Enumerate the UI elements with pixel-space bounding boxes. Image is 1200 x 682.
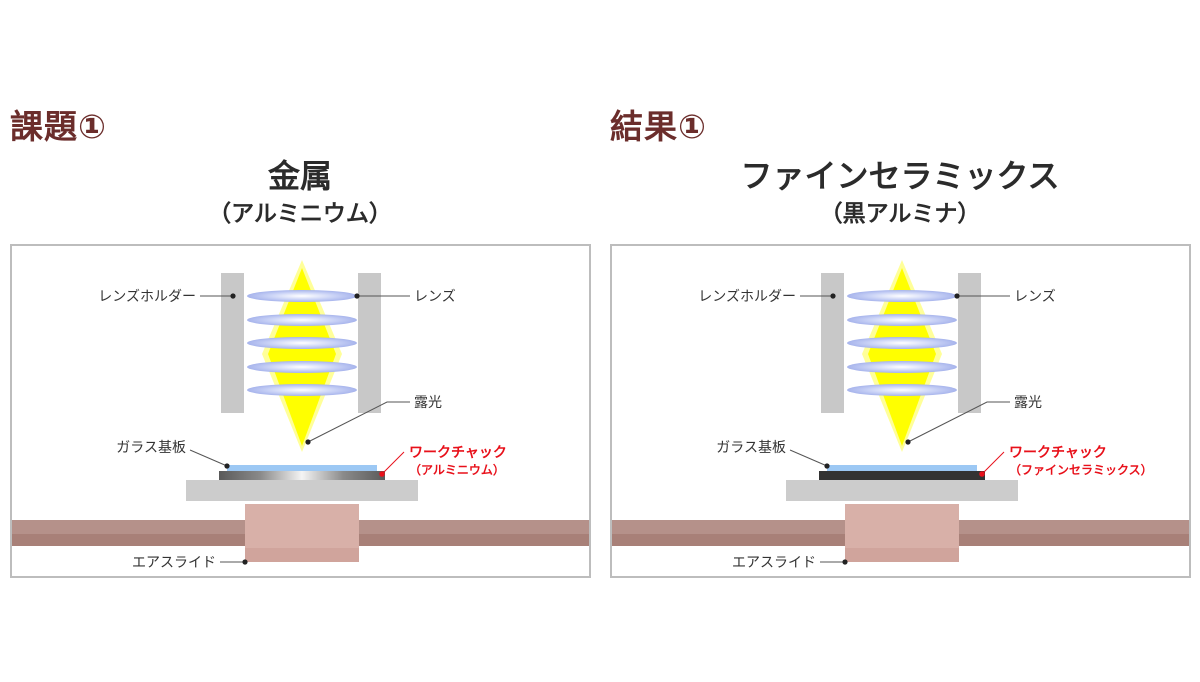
label-work-chuck-material: （ファインセラミックス） (1009, 462, 1153, 477)
left-title: 金属 (267, 157, 332, 195)
callout-dot (830, 293, 836, 299)
lens-holder-left (221, 273, 244, 413)
left-diagram: レンズホルダー レンズ 露光 ガラス基板 ワークチャック （アルミニウム） エア… (12, 260, 589, 571)
result-heading: 結果① (610, 107, 707, 146)
work-chuck-ceramic (819, 471, 985, 480)
left-title-block: 金属 （アルミニウム） (10, 156, 590, 230)
label-glass-substrate: ガラス基板 (116, 439, 186, 456)
right-diagram: レンズホルダー レンズ 露光 ガラス基板 ワークチャック （ファインセラミックス… (612, 260, 1189, 571)
lens-stack (847, 290, 957, 396)
exposure-beam (262, 260, 342, 452)
lens-holder-right (958, 273, 981, 413)
air-slide-bottom (845, 548, 959, 562)
label-lens-holder: レンズホルダー (98, 289, 196, 305)
callout-dot (305, 439, 311, 445)
air-slide-block (245, 504, 359, 548)
label-glass-substrate: ガラス基板 (716, 439, 786, 456)
left-subtitle: （アルミニウム） (208, 201, 392, 227)
label-lens: レンズ (1014, 289, 1056, 305)
lens-stack (247, 290, 357, 396)
stage (186, 480, 418, 501)
callout-dot (242, 559, 248, 565)
label-exposure: 露光 (1014, 395, 1042, 411)
label-work-chuck: ワークチャック (1009, 445, 1107, 461)
air-slide-block (845, 504, 959, 548)
work-chuck-aluminium (219, 471, 385, 480)
label-air-slide: エアスライド (132, 555, 216, 571)
left-diagram-panel: レンズホルダー レンズ 露光 ガラス基板 ワークチャック （アルミニウム） エア… (10, 244, 591, 578)
callout-dot (230, 293, 236, 299)
glass-substrate (227, 465, 377, 472)
callout-dot (842, 559, 848, 565)
right-diagram-panel: レンズホルダー レンズ 露光 ガラス基板 ワークチャック （ファインセラミックス… (610, 244, 1191, 578)
callout-dot (824, 463, 830, 469)
lens-holder-left (821, 273, 844, 413)
callout-dot (224, 463, 230, 469)
label-exposure: 露光 (414, 395, 442, 411)
stage (786, 480, 1018, 501)
label-lens-holder: レンズホルダー (698, 289, 796, 305)
callout-dot (954, 293, 960, 299)
label-work-chuck-material: （アルミニウム） (409, 462, 505, 477)
glass-substrate (827, 465, 977, 472)
callout-dot (354, 293, 360, 299)
right-subtitle: （黒アルミナ） (819, 201, 981, 227)
label-air-slide: エアスライド (732, 555, 816, 571)
right-title-block: ファインセラミックス （黒アルミナ） (610, 156, 1190, 230)
challenge-heading: 課題① (10, 107, 107, 146)
air-slide-bottom (245, 548, 359, 562)
label-work-chuck: ワークチャック (409, 445, 507, 461)
lens-holder-right (358, 273, 381, 413)
right-title: ファインセラミックス (740, 157, 1060, 195)
label-lens: レンズ (414, 289, 456, 305)
callout-dot (905, 439, 911, 445)
exposure-beam (862, 260, 942, 452)
